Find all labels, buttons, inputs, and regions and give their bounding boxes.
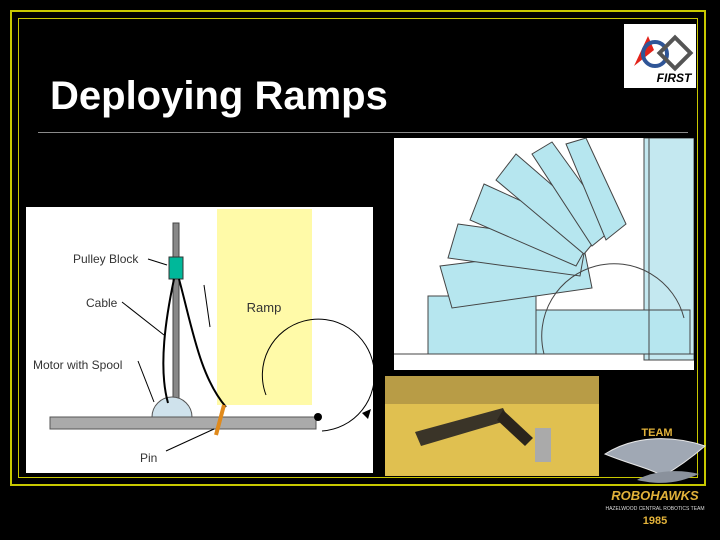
hawk-icon	[603, 438, 706, 477]
slide-title: Deploying Ramps	[50, 74, 388, 118]
pin	[214, 404, 226, 436]
logo-square	[656, 34, 694, 72]
ramp-shape	[217, 209, 312, 405]
motor-leader	[137, 360, 155, 403]
pulley-block	[168, 256, 184, 280]
pulley-block-label: Pulley Block	[73, 252, 139, 266]
pivot-dot	[314, 413, 322, 421]
team-tagline: HAZELWOOD CENTRAL ROBOTICS TEAM	[605, 506, 704, 512]
hawk-wing-icon	[637, 471, 699, 483]
motor-label: Motor with Spool	[33, 358, 122, 372]
photo-arm-lower	[497, 410, 533, 446]
robohawks-logo: TEAM ROBOHAWKS HAZELWOOD CENTRAL ROBOTIC…	[597, 424, 713, 532]
first-logo-icon: FIRST	[634, 34, 694, 85]
first-logo: FIRST	[624, 24, 696, 88]
mechanism-photo	[385, 376, 599, 476]
team-number: 1985	[643, 515, 667, 527]
photo-shadow	[385, 376, 599, 404]
logo-circle	[641, 40, 669, 68]
team-label: TEAM	[641, 427, 672, 439]
cable-direction-arrow	[203, 284, 211, 328]
slide-frame-outer	[10, 10, 706, 486]
base-plate	[49, 416, 317, 430]
pin-label: Pin	[140, 451, 157, 465]
photo-arm-upper	[415, 408, 509, 446]
cable-label: Cable	[86, 296, 118, 310]
ramp-label: Ramp	[247, 300, 282, 315]
vertical-post	[172, 222, 180, 418]
logo-text: FIRST	[657, 71, 693, 85]
photo-hinge	[535, 428, 551, 462]
team-name: ROBOHAWKS	[611, 488, 699, 503]
ramp-diagram: Ramp Pulley Block Cable Motor with Spool…	[26, 207, 375, 473]
motor-spool	[151, 396, 193, 418]
title-divider	[38, 132, 688, 133]
cad-ramp-sweep	[439, 137, 627, 309]
cad-base-left	[427, 295, 537, 355]
cad-base-right	[535, 309, 691, 355]
cad-arc	[541, 263, 685, 355]
rotation-arc	[261, 318, 375, 432]
cable-left	[162, 278, 175, 404]
pulley-leader	[147, 258, 168, 266]
cable-leader	[121, 301, 165, 336]
rotation-arrowhead	[362, 409, 371, 419]
cable-right	[178, 278, 227, 408]
slide-frame-inner	[18, 18, 698, 478]
ramp-cad-drawing	[394, 137, 695, 370]
pin-leader	[165, 428, 215, 452]
